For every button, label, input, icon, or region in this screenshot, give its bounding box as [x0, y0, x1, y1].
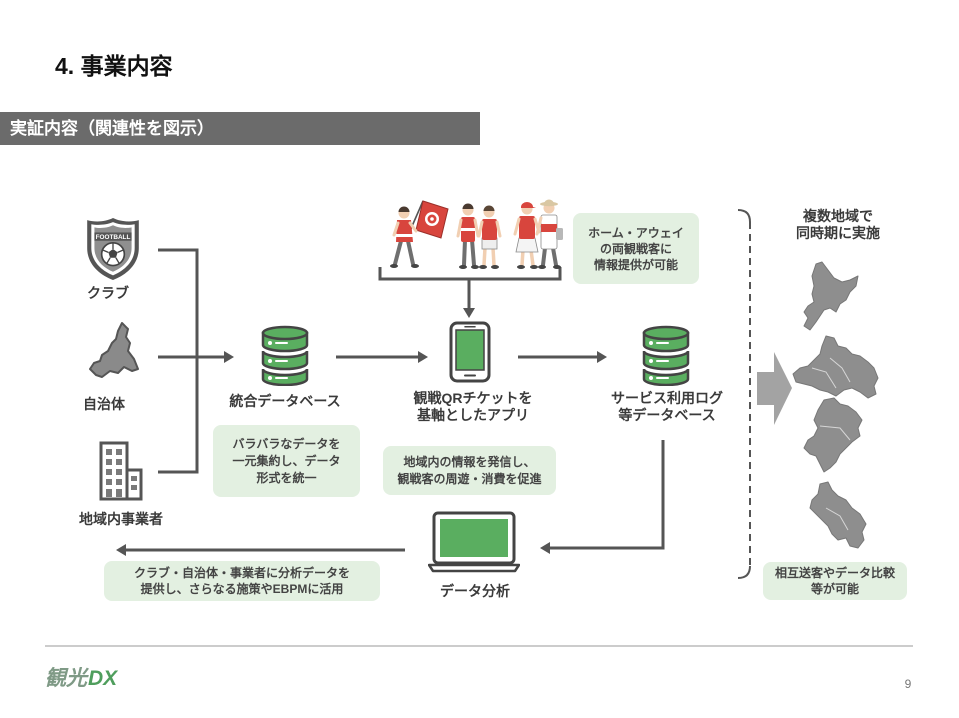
note-line: 一元集約し、データ: [232, 453, 341, 468]
multi-region-heading: 複数地域で 同時期に実施: [778, 208, 898, 242]
section-banner-text: 実証内容（関連性を図示）: [10, 119, 214, 138]
note-line: 形式を統一: [256, 470, 317, 485]
db-indicators: [268, 341, 272, 380]
tower: [99, 441, 129, 501]
region-kinki: [803, 397, 863, 473]
region-expand-arrow: [757, 352, 792, 425]
ball-seams: [102, 243, 124, 264]
region-bracket-bottom: [737, 565, 751, 579]
analysis-note: クラブ・自治体・事業者に分析データを 提供し、さらなる施策やEBPMに活用: [104, 561, 380, 601]
db-lines: [656, 342, 669, 379]
arrow-usage-db-to-analysis: [550, 440, 665, 550]
multi-region-heading-line: 複数地域で: [803, 208, 873, 224]
db-cap: [261, 325, 309, 341]
annex-windows: [131, 476, 137, 490]
club-label: クラブ: [87, 285, 129, 301]
note-line: バラバラなデータを: [232, 436, 341, 451]
db-lines: [275, 342, 288, 379]
badge-text: FOOTBALL: [96, 234, 131, 241]
region-bracket-top: [737, 209, 751, 223]
supporters-illustration: [390, 199, 563, 269]
prefecture-map-icon: [89, 322, 139, 378]
phone-screen: [455, 329, 485, 371]
badge-band: [94, 232, 132, 241]
prefecture-shape: [89, 322, 139, 378]
laptop-icon: [428, 511, 520, 573]
note-line: 等が可能: [810, 582, 859, 596]
integrated-db-label: 統合データベース: [229, 393, 341, 409]
analysis-label: データ分析: [440, 583, 510, 599]
note-line: 地域内の情報を発信し、: [403, 454, 536, 469]
laptop-screen: [440, 519, 508, 557]
usage-db-label-line: 等データベース: [618, 407, 716, 423]
region-tohoku: [792, 335, 879, 399]
note-line: ホーム・アウェイ: [588, 225, 684, 240]
prefecture-borders: [811, 357, 851, 531]
page-title: 4. 事業内容: [55, 53, 173, 79]
database-icon: [642, 325, 690, 386]
usage-db-label: サービス利用ログ 等データベース: [592, 390, 742, 424]
annex: [125, 468, 143, 501]
db-indicators: [649, 341, 653, 380]
page-number: 9: [904, 677, 912, 691]
japan-regions-map-icon: [792, 261, 879, 549]
region-hokkaido: [803, 261, 859, 331]
app-label-line: 観戦QRチケットを: [413, 390, 533, 406]
tower-windows: [106, 449, 122, 497]
supporter-flag-bearer: [390, 200, 449, 268]
note-line: の両観戦客に: [599, 241, 672, 256]
logo-main-text: 観光: [45, 667, 87, 690]
municipality-label: 自治体: [83, 396, 125, 412]
arrowhead-down: [463, 308, 475, 318]
arrowhead-right: [418, 351, 428, 363]
business-label: 地域内事業者: [79, 511, 163, 527]
arrowhead-left: [116, 544, 126, 556]
app-note: 地域内の情報を発信し、 観戦客の周遊・消費を促進: [383, 446, 556, 495]
sources-bracket: [158, 248, 199, 474]
note-line: 情報提供が可能: [593, 257, 678, 272]
note-line: 提供し、さらなる施策やEBPMに活用: [140, 582, 344, 596]
tourism-dx-logo: 観光DX: [45, 666, 117, 692]
integrated-db-note: バラバラなデータを 一元集約し、データ 形式を統一: [213, 425, 360, 497]
note-line: 観戦客の周遊・消費を促進: [397, 471, 542, 486]
arrowhead-right: [224, 351, 234, 363]
ball-pentagon: [108, 249, 118, 258]
office-building-icon: [99, 441, 143, 501]
usage-db-label-line: サービス利用ログ: [611, 390, 723, 406]
supporter-standing: [456, 203, 480, 269]
db-cap: [642, 325, 690, 341]
app-label-line: 基軸としたアプリ: [417, 407, 529, 423]
multi-region-heading-line: 同時期に実施: [796, 225, 880, 241]
supporter-standing: [477, 205, 502, 269]
arrowhead-right: [597, 351, 607, 363]
note-line: 相互送客やデータ比較: [774, 566, 895, 580]
supporter-with-cap: [513, 202, 541, 269]
arrowhead-left: [540, 542, 550, 554]
section-banner: 実証内容（関連性を図示）: [0, 112, 480, 145]
supporter-with-hat: [535, 199, 563, 269]
multi-region-note: 相互送客やデータ比較 等が可能: [763, 562, 907, 600]
laptop-base: [428, 563, 520, 573]
note-line: クラブ・自治体・事業者に分析データを: [133, 566, 350, 580]
logo-accent-text: DX: [88, 667, 118, 690]
home-away-note: ホーム・アウェイ の両観戦客に 情報提供が可能: [573, 213, 699, 284]
database-icon: [261, 325, 309, 386]
football-badge-icon: FOOTBALL: [87, 218, 139, 280]
smartphone-icon: [449, 321, 491, 383]
app-label: 観戦QRチケットを 基軸としたアプリ: [398, 390, 548, 424]
